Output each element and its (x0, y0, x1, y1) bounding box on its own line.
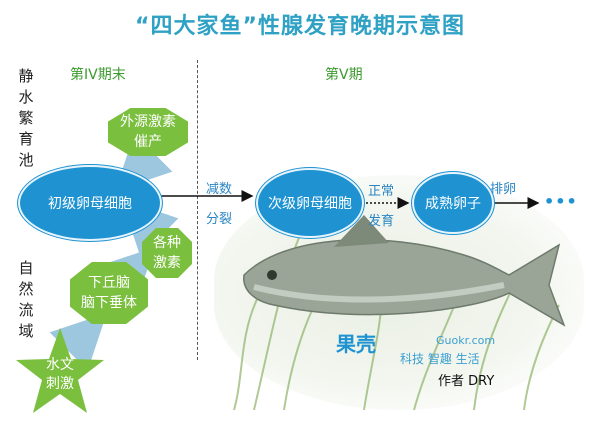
various-hormones-line1: 各种 (153, 235, 181, 251)
fish-illustration (233, 214, 566, 411)
guokr-logo: 果壳 (336, 332, 376, 356)
guokr-site: Guokr.com (436, 334, 496, 347)
secondary-oocyte-label: 次级卵母细胞 (268, 196, 352, 212)
arrow-hydro (49, 313, 107, 371)
exogenous-hormone-line1: 外源激素 (120, 114, 176, 130)
various-hormones-node: 各种 激素 (142, 228, 192, 278)
spawn-label: 排卵 (490, 182, 517, 197)
meiosis-label-2: 分裂 (206, 212, 233, 227)
normal-label-2: 发育 (368, 214, 395, 229)
secondary-oocyte-node: 次级卵母细胞 (256, 168, 364, 238)
hydro-line1: 水文 (46, 357, 74, 373)
mature-egg-label: 成熟卵子 (425, 196, 481, 212)
primary-oocyte-label: 初级卵母细胞 (48, 196, 132, 212)
primary-oocyte-node: 初级卵母细胞 (18, 165, 162, 241)
hypothalamus-node: 下丘脑 脑下垂体 (70, 262, 148, 324)
author-credit: 作者 DRY (438, 374, 495, 389)
stage-v-label: 第V期 (325, 67, 363, 83)
hypothalamus-line1: 下丘脑 (88, 275, 130, 291)
stage-iv-label: 第IV期末 (70, 67, 126, 83)
continuation-dots: ••• (544, 192, 578, 211)
label-natural-river: 自然流域 (18, 259, 34, 340)
hydro-stimulus-node: 水文 刺激 (14, 326, 106, 418)
label-still-water-pond: 静水繁育池 (18, 67, 34, 169)
exogenous-hormone-line2: 催产 (134, 134, 162, 150)
meiosis-label-1: 减数 (206, 182, 233, 197)
guokr-tagline: 科技 智趣 生活 (400, 352, 480, 366)
hydro-line2: 刺激 (46, 376, 74, 392)
stage-divider (197, 60, 198, 360)
hypothalamus-line2: 脑下垂体 (81, 295, 137, 311)
normal-label-1: 正常 (368, 184, 395, 199)
diagram-title: “四大家鱼”性腺发育晚期示意图 (135, 14, 465, 39)
exogenous-hormone-node: 外源激素 催产 (108, 108, 188, 156)
mature-egg-node: 成熟卵子 (412, 172, 494, 234)
star-shape (16, 328, 104, 413)
various-hormones-line2: 激素 (153, 255, 181, 271)
